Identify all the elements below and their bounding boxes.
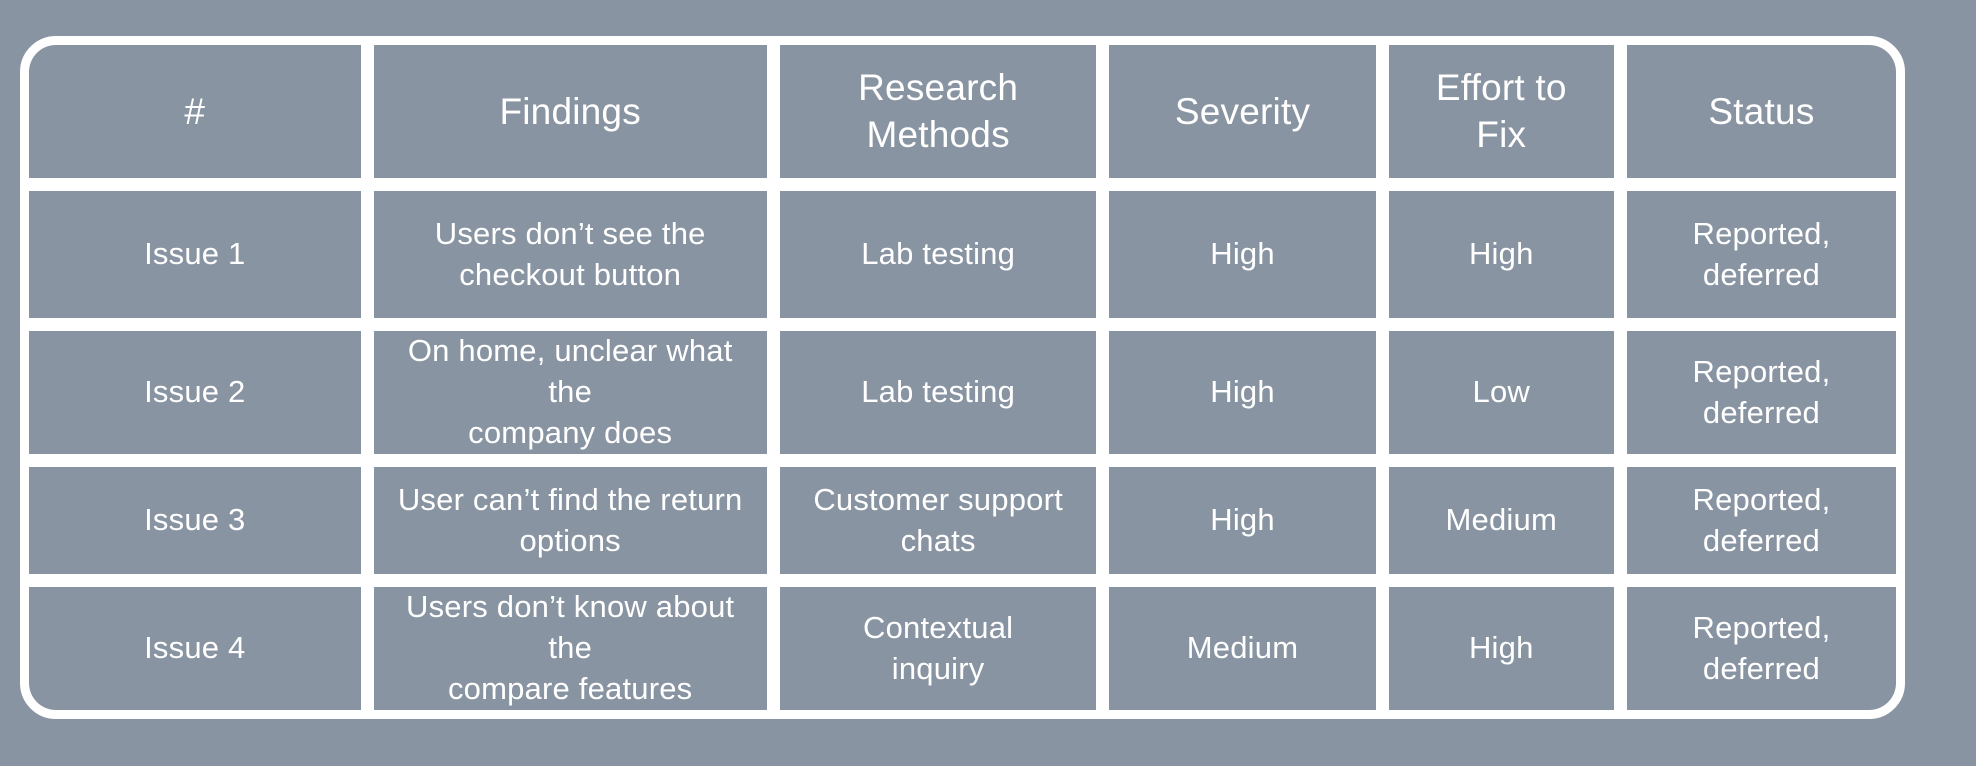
header-cell-effort-to-fix: Effort to Fix: [1388, 45, 1614, 179]
cell-issue2-research-methods: Lab testing: [779, 331, 1097, 454]
cell-issue2-findings: On home, unclear what the company does: [373, 331, 767, 454]
cell-issue3-status: Reported, deferred: [1626, 466, 1896, 575]
header-cell-status: Status: [1626, 45, 1896, 179]
cell-issue4-effort-to-fix: High: [1388, 587, 1614, 710]
cell-issue4-research-methods: Contextual inquiry: [779, 587, 1097, 710]
cell-issue2-effort-to-fix: Low: [1388, 331, 1614, 454]
cell-issue3-severity: High: [1109, 466, 1376, 575]
cell-issue3-findings: User can’t find the return options: [373, 466, 767, 575]
cell-issue1-findings: Users don’t see the checkout button: [373, 191, 767, 319]
cell-issue1-effort-to-fix: High: [1388, 191, 1614, 319]
cell-issue3-number: Issue 3: [29, 466, 361, 575]
header-cell-severity: Severity: [1109, 45, 1376, 179]
cell-issue1-status: Reported, deferred: [1626, 191, 1896, 319]
cell-issue3-effort-to-fix: Medium: [1388, 466, 1614, 575]
cell-issue4-severity: Medium: [1109, 587, 1376, 710]
cell-issue1-severity: High: [1109, 191, 1376, 319]
cell-issue4-status: Reported, deferred: [1626, 587, 1896, 710]
header-cell-research-methods: Research Methods: [779, 45, 1097, 179]
header-cell-findings: Findings: [373, 45, 767, 179]
cell-issue3-research-methods: Customer support chats: [779, 466, 1097, 575]
cell-issue1-research-methods: Lab testing: [779, 191, 1097, 319]
findings-table: # Findings Research Methods Severity Eff…: [20, 36, 1905, 719]
cell-issue2-status: Reported, deferred: [1626, 331, 1896, 454]
cell-issue2-severity: High: [1109, 331, 1376, 454]
cell-issue2-number: Issue 2: [29, 331, 361, 454]
header-cell-number: #: [29, 45, 361, 179]
cell-issue4-findings: Users don’t know about the compare featu…: [373, 587, 767, 710]
cell-issue4-number: Issue 4: [29, 587, 361, 710]
cell-issue1-number: Issue 1: [29, 191, 361, 319]
